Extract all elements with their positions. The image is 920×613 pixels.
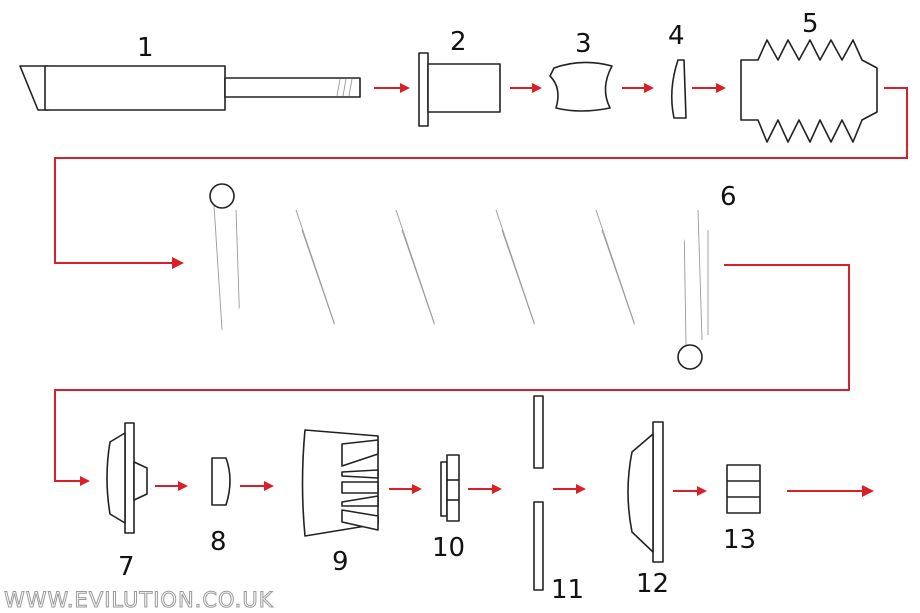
- label-9: 9: [332, 547, 349, 577]
- connector-arrowhead: [80, 476, 90, 486]
- part-4-washer: [670, 59, 687, 119]
- connector-arrowhead: [172, 257, 184, 269]
- connector-row2-to-row3: [54, 264, 850, 482]
- label-13: 13: [723, 525, 756, 555]
- arrows-row-1: [374, 83, 726, 93]
- part-12-top-mount-plate: [627, 421, 664, 563]
- part-11-shim-plate: [533, 395, 544, 591]
- label-5: 5: [802, 9, 819, 39]
- part-6-coil-spring: [209, 183, 709, 370]
- label-2: 2: [450, 27, 467, 57]
- part-2-top-collar: [418, 52, 501, 127]
- label-1: 1: [137, 33, 154, 63]
- label-3: 3: [575, 29, 592, 59]
- part-7-spring-seat: [106, 422, 148, 534]
- label-10: 10: [432, 533, 465, 563]
- label-7: 7: [118, 552, 135, 582]
- connector-row1-to-row2: [54, 87, 908, 264]
- label-4: 4: [668, 21, 685, 51]
- label-6: 6: [720, 182, 737, 212]
- label-11: 11: [551, 575, 584, 605]
- arrows-row-3: [155, 481, 874, 497]
- label-8: 8: [210, 527, 227, 557]
- watermark: WWW.EVILUTION.CO.UK: [4, 588, 274, 612]
- part-9-mount-bearing: [301, 429, 379, 537]
- part-3-bump-stop: [549, 61, 613, 112]
- part-10-mount-bush: [440, 454, 460, 522]
- part-8-spacer: [211, 457, 231, 506]
- label-12: 12: [636, 569, 669, 599]
- part-1-damper-shaft: [19, 65, 361, 111]
- part-5-dust-boot: [740, 39, 878, 143]
- part-13-top-nut: [726, 464, 761, 514]
